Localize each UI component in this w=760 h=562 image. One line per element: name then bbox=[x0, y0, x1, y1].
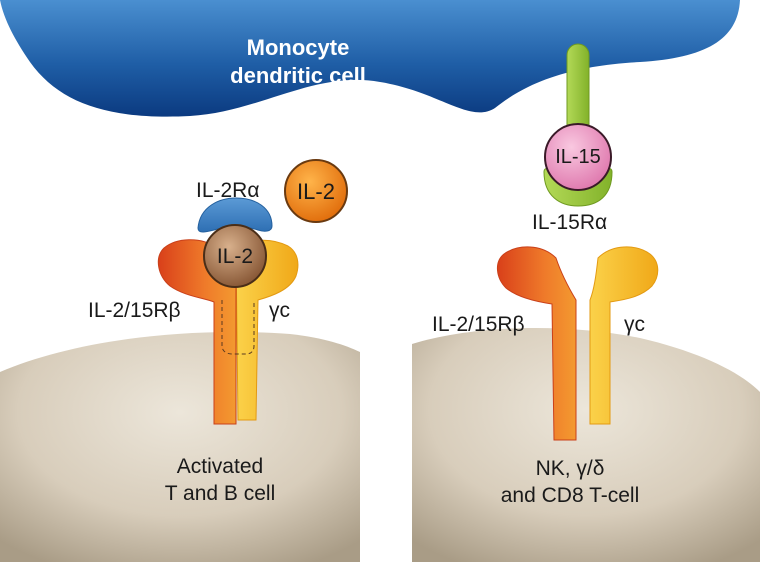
il15-label: IL-15 bbox=[555, 146, 601, 168]
monocyte-label: Monocyte dendritic cell bbox=[168, 34, 428, 90]
il2ra-label: IL-2Rα bbox=[196, 179, 260, 202]
monocyte-cell-body bbox=[0, 0, 740, 117]
il15ra-label: IL-15Rα bbox=[532, 211, 608, 234]
monocyte-label-line2: dendritic cell bbox=[230, 63, 366, 88]
il15-cytokine bbox=[544, 123, 612, 191]
right-gamma-chain bbox=[589, 246, 659, 425]
il2-bound-label: IL-2 bbox=[216, 245, 254, 268]
right-gamma-label: γc bbox=[624, 313, 645, 336]
right-beta-chain bbox=[497, 246, 577, 441]
il2-bound-cytokine bbox=[203, 224, 267, 288]
il2-free-label: IL-2 bbox=[297, 179, 335, 204]
right-cell-body bbox=[412, 327, 760, 562]
left-cell-label: Activated T and B cell bbox=[130, 453, 310, 507]
left-cell-label-line1: Activated bbox=[176, 455, 264, 478]
right-cell-label-line1: NK, γ/δ bbox=[535, 457, 605, 480]
il2ra-receptor bbox=[197, 197, 273, 233]
monocyte-label-line1: Monocyte bbox=[246, 35, 350, 60]
right-cell-label: NK, γ/δ and CD8 T-cell bbox=[470, 455, 670, 509]
right-cell-label-line2: and CD8 T-cell bbox=[500, 484, 640, 507]
left-gamma-chain bbox=[235, 239, 299, 421]
left-gamma-label: γc bbox=[269, 299, 290, 322]
il2-free-cytokine bbox=[284, 159, 348, 223]
left-beta-label: IL-2/15Rβ bbox=[88, 299, 181, 322]
left-beta-chain bbox=[157, 239, 237, 425]
left-dashed-outline bbox=[221, 300, 255, 355]
left-cell-body bbox=[0, 331, 360, 562]
left-cell-label-line2: T and B cell bbox=[164, 482, 276, 505]
right-beta-label: IL-2/15Rβ bbox=[432, 313, 525, 336]
